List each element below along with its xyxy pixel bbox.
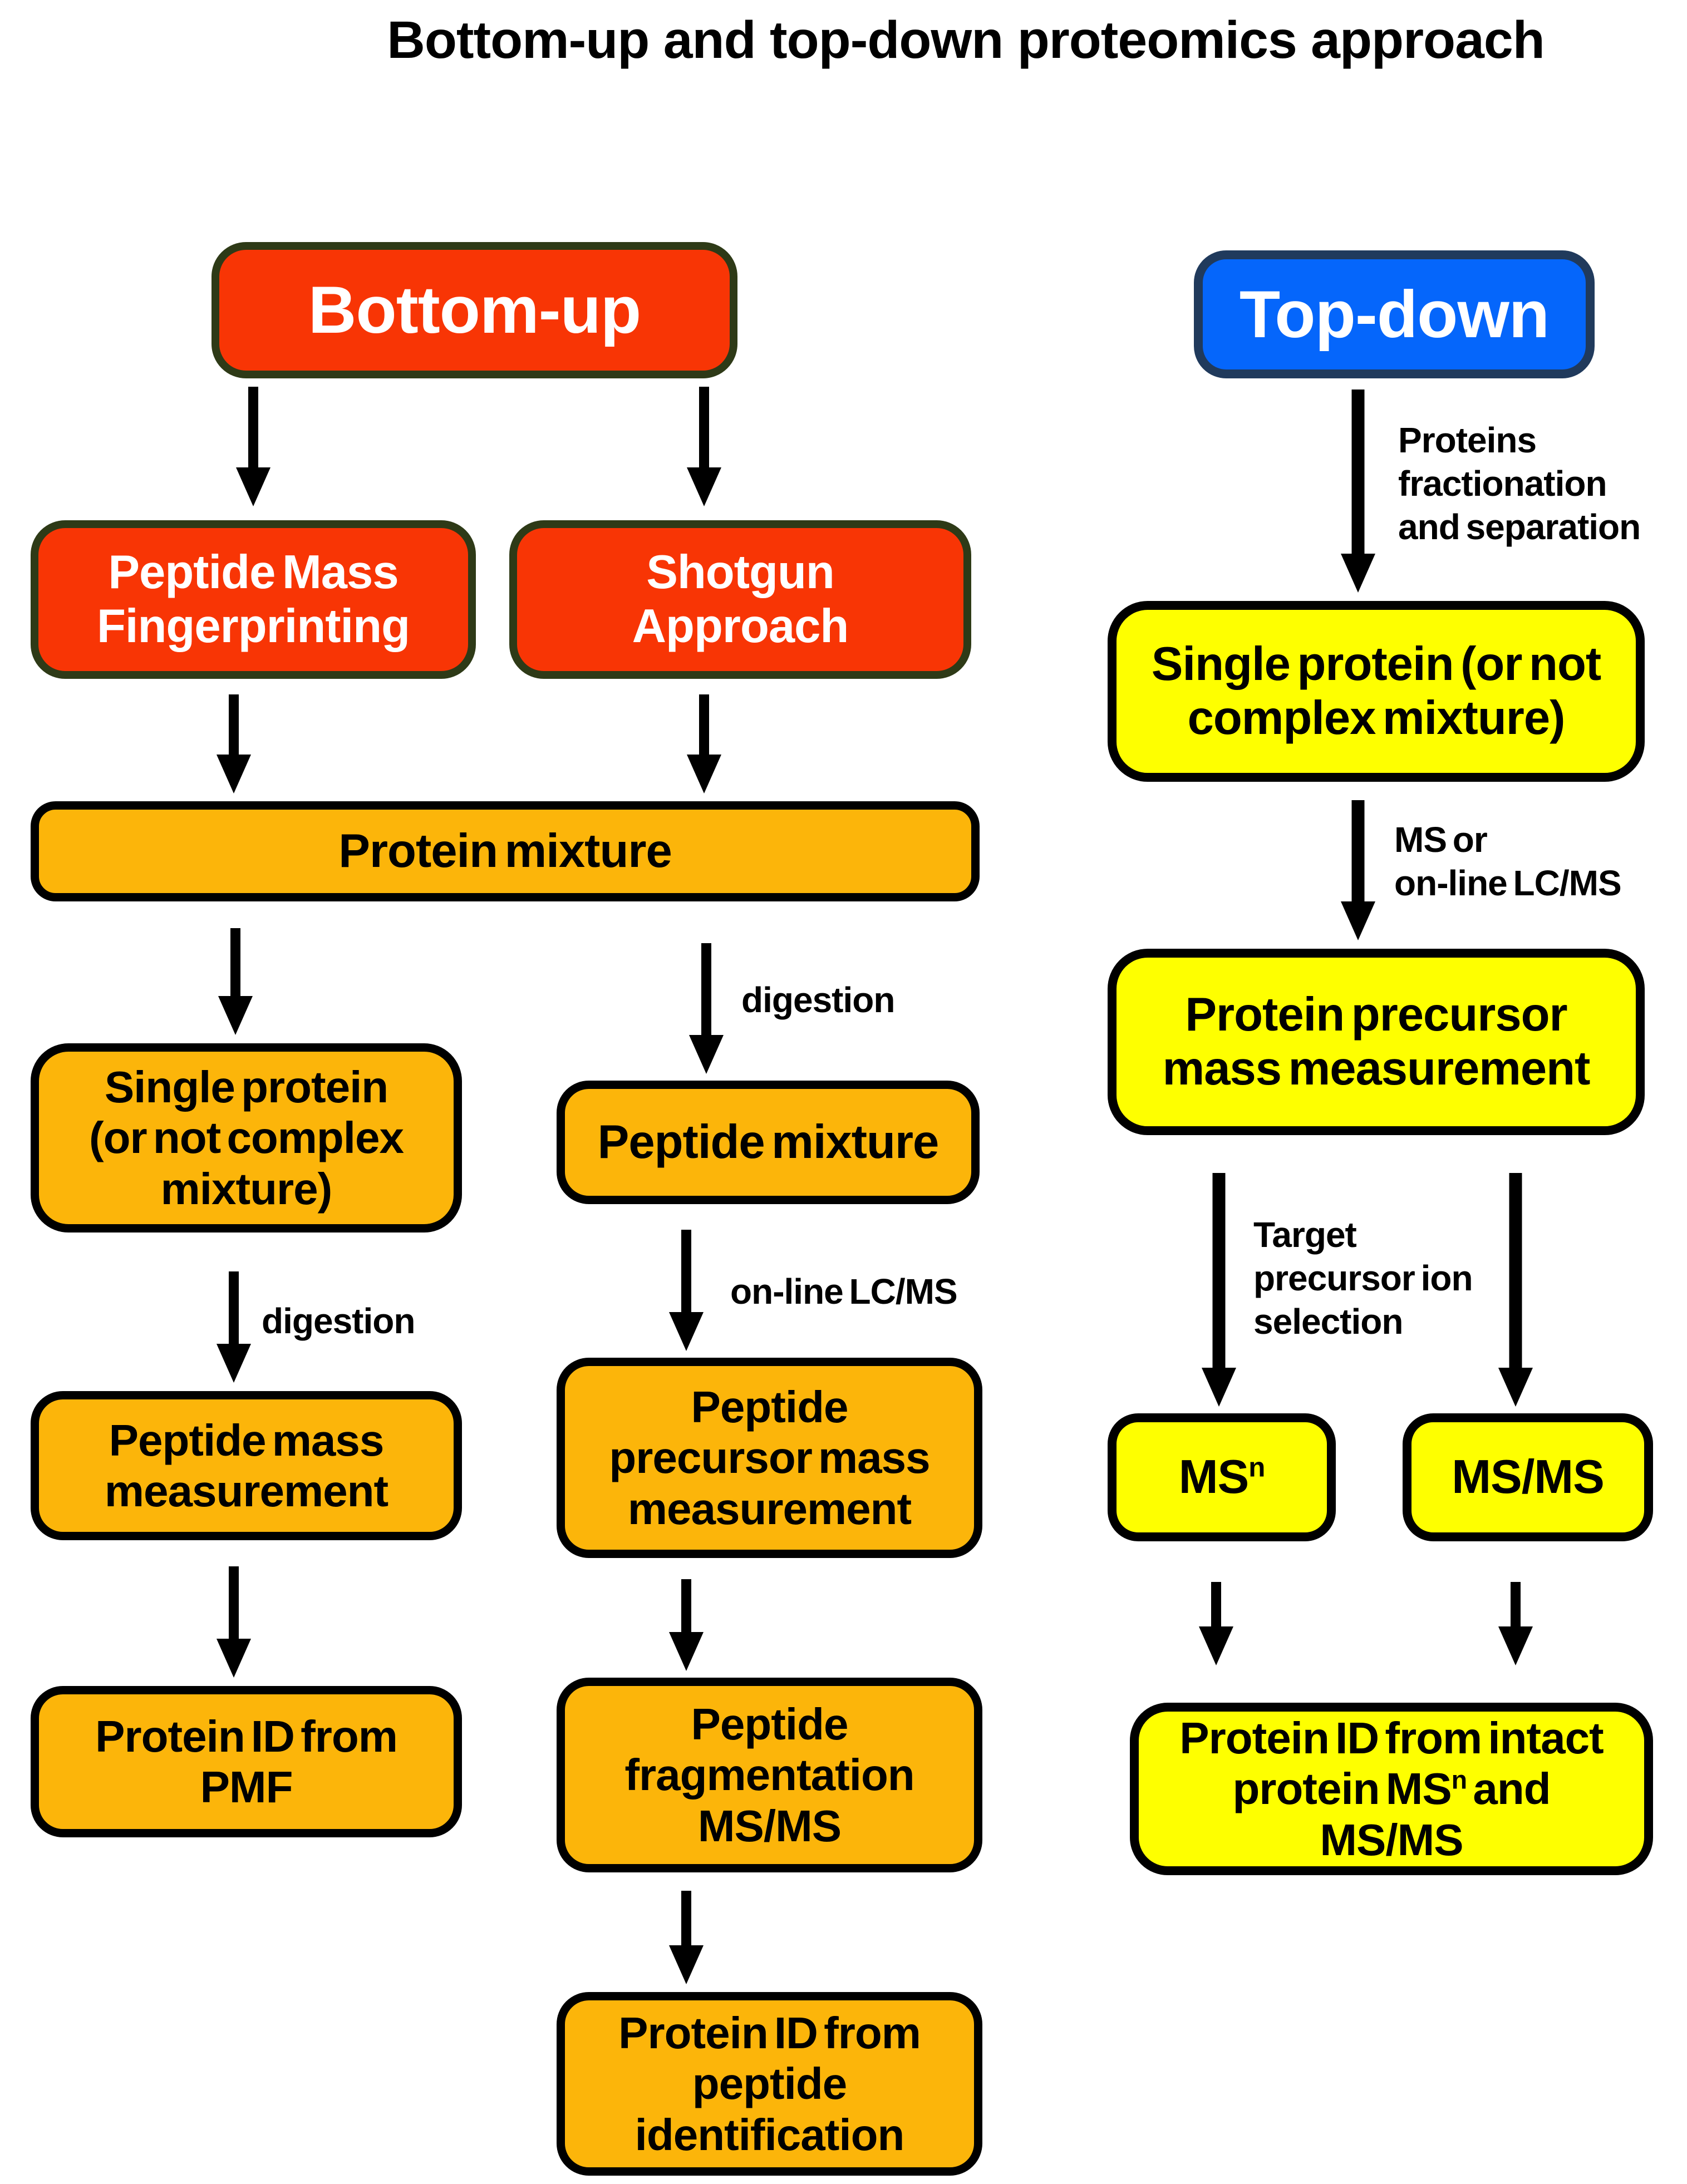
arrow-msn-to-proteinid	[1197, 1582, 1236, 1665]
arrow-stem	[681, 1230, 691, 1313]
arrow-stem	[1511, 1582, 1521, 1628]
arrow-bottomup-to-pmf	[234, 387, 273, 506]
arrow-stem	[1351, 800, 1365, 903]
page-title: Bottom-up and top-down proteomics approa…	[387, 11, 1545, 70]
arrow-peptidemass-to-proteinid	[214, 1566, 253, 1678]
label-online-lcms-mid: on-line LC/MS	[730, 1271, 958, 1312]
arrow-down-icon	[687, 467, 721, 506]
label-digestion-left: digestion	[262, 1301, 415, 1341]
arrow-msms-to-proteinid	[1496, 1582, 1535, 1665]
protein-id-intact-label: Protein ID from intact protein MSn and M…	[1179, 1713, 1604, 1865]
arrow-down-icon	[1341, 901, 1375, 940]
arrow-singleprotein-digestion	[214, 1271, 253, 1383]
arrow-stem	[1211, 1582, 1221, 1628]
arrow-topdown-fractionation	[1339, 390, 1378, 593]
protein-id-intact-box: Protein ID from intact protein MSn and M…	[1130, 1703, 1653, 1875]
arrow-stem	[1509, 1173, 1522, 1369]
arrow-stem	[229, 1271, 239, 1345]
protein-mixture-box: Protein mixture	[31, 801, 980, 901]
arrow-down-icon	[217, 1639, 251, 1678]
arrow-pmf-to-proteinmixture	[214, 694, 253, 793]
arrow-stem	[699, 387, 709, 469]
arrow-precursor-to-msn	[1199, 1173, 1238, 1407]
top-down-header-label: Top-down	[1239, 277, 1550, 352]
arrow-stem	[681, 1579, 691, 1633]
arrow-down-icon	[689, 1035, 724, 1074]
arrow-down-icon	[236, 467, 270, 506]
arrow-stem	[1351, 390, 1365, 555]
arrow-proteinmixture-to-singleprotein	[216, 928, 255, 1035]
msms-label: MS/MS	[1452, 1450, 1605, 1503]
arrow-stem	[1212, 1173, 1226, 1369]
protein-mixture-label: Protein mixture	[338, 824, 672, 877]
arrow-down-icon	[218, 996, 253, 1035]
top-down-header-box: Top-down	[1194, 250, 1595, 378]
arrow-bottomup-to-shotgun	[685, 387, 724, 506]
msms-box: MS/MS	[1403, 1413, 1653, 1541]
arrow-down-icon	[669, 1632, 704, 1671]
arrow-down-icon	[1202, 1368, 1236, 1407]
arrow-stem	[681, 1891, 691, 1946]
arrow-single-to-precursor	[1339, 800, 1378, 940]
arrow-peptidemixture-lcms	[667, 1230, 706, 1351]
arrow-down-icon	[687, 755, 721, 793]
arrow-down-icon	[1199, 1626, 1233, 1665]
msn-superscript: n	[1248, 1452, 1265, 1483]
arrow-down-icon	[669, 1312, 704, 1351]
arrow-down-icon	[1498, 1368, 1533, 1407]
arrow-down-icon	[669, 1945, 704, 1984]
peptide-mixture-label: Peptide mixture	[597, 1115, 940, 1169]
arrow-shotgun-to-proteinmixture	[685, 694, 724, 793]
msn-superscript: n	[1451, 1765, 1467, 1794]
arrow-stem	[229, 694, 239, 756]
arrow-down-icon	[217, 755, 251, 793]
arrow-precursor-to-msms	[1496, 1173, 1535, 1407]
peptide-mixture-box: Peptide mixture	[557, 1081, 980, 1204]
arrow-down-icon	[1498, 1626, 1533, 1665]
bottom-up-header-label: Bottom-up	[308, 273, 641, 348]
arrow-down-icon	[1341, 554, 1375, 593]
arrow-stem	[701, 943, 711, 1036]
bottom-up-header-box: Bottom-up	[212, 242, 737, 378]
msn-label: MSn	[1178, 1450, 1266, 1503]
arrow-proteinmixture-to-peptidemixture	[687, 943, 726, 1074]
arrow-stem	[699, 694, 709, 756]
arrow-precursor-to-fragmentation	[667, 1579, 706, 1671]
arrow-stem	[229, 1566, 239, 1640]
arrow-fragmentation-to-proteinid	[667, 1891, 706, 1984]
label-digestion-mid: digestion	[741, 980, 895, 1020]
arrow-stem	[230, 928, 240, 997]
arrow-stem	[248, 387, 258, 469]
msn-box: MSn	[1108, 1413, 1336, 1541]
arrow-down-icon	[217, 1344, 251, 1383]
